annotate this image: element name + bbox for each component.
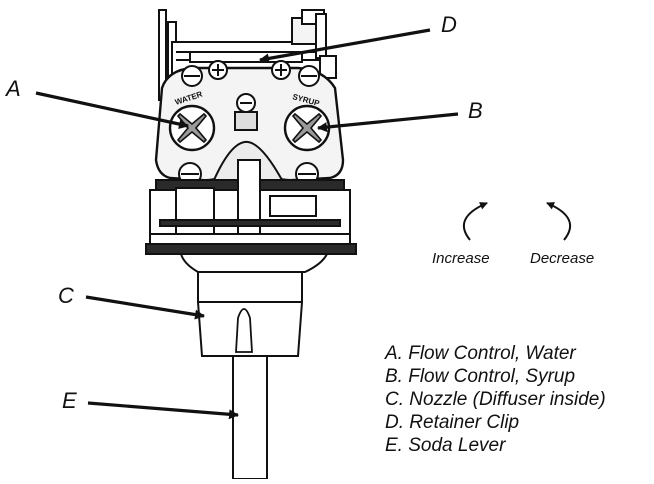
callout-a-arrow (35, 91, 189, 129)
parts-legend: A. Flow Control, Water B. Flow Control, … (385, 342, 606, 457)
decrease-label: Decrease (530, 250, 595, 267)
callout-c-arrow (85, 295, 205, 320)
callout-label-c: C (58, 283, 74, 308)
increase-arrow (462, 202, 488, 241)
callout-label-a: A (6, 76, 21, 101)
lower-housing (145, 159, 357, 255)
increase-label: Increase (432, 250, 490, 267)
legend-item-d: D. Retainer Clip (385, 412, 520, 433)
callout-d-arrow (259, 28, 431, 64)
legend-item-e: E. Soda Lever (385, 435, 506, 456)
legend-item-a: A. Flow Control, Water (385, 343, 576, 364)
syrup-flow-control-knob (283, 104, 331, 152)
legend-item-c: C. Nozzle (Diffuser inside) (385, 389, 606, 410)
callout-e-arrow (87, 401, 239, 420)
retainer-clip (189, 51, 303, 63)
soda-lever (232, 355, 268, 480)
callout-label-b: B (468, 98, 483, 123)
decrease-arrow (546, 202, 572, 241)
callout-label-e: E (62, 388, 77, 413)
callout-label-d: D (441, 12, 457, 37)
legend-item-b: B. Flow Control, Syrup (385, 366, 576, 387)
nozzle (196, 271, 304, 357)
nozzle-collar (179, 253, 329, 273)
water-flow-control-knob (168, 104, 216, 152)
callout-b-arrow (317, 112, 459, 133)
